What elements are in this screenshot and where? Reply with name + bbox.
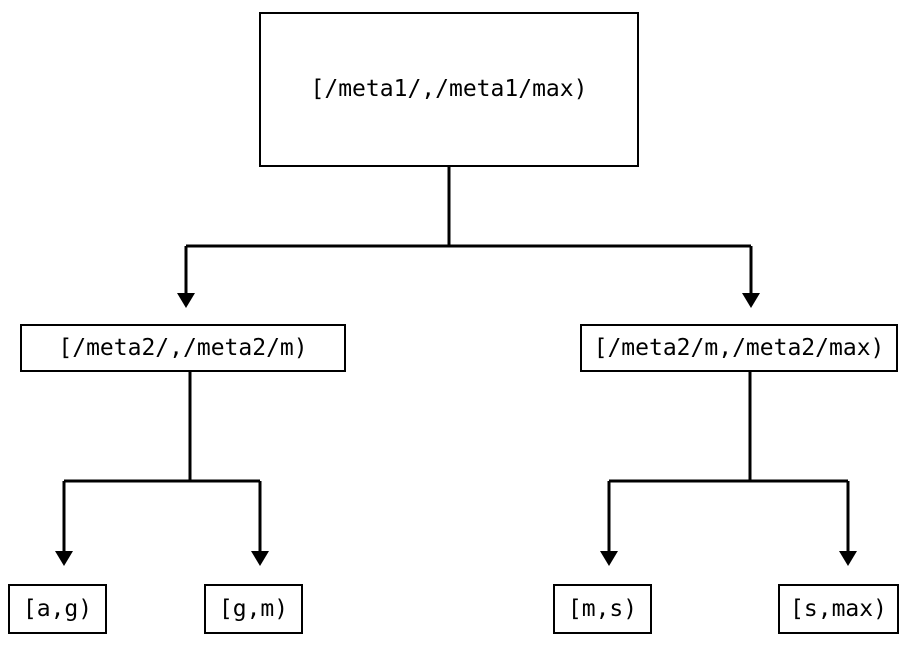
tree-node-leaf-g-m[interactable]: [g,m) xyxy=(204,584,303,634)
tree-node-leaf-m-s[interactable]: [m,s) xyxy=(553,584,652,634)
arrowhead-to-meta2-lower xyxy=(177,293,195,308)
tree-node-leaf-a-g[interactable]: [a,g) xyxy=(8,584,107,634)
tree-node-root[interactable]: [/meta1/,/meta1/max) xyxy=(259,12,639,167)
tree-node-root-label: [/meta1/,/meta1/max) xyxy=(310,76,588,102)
arrowhead-to-meta2-upper xyxy=(742,293,760,308)
arrowhead-to-leaf-g-m xyxy=(251,551,269,566)
tree-node-meta2-lower-label: [/meta2/,/meta2/m) xyxy=(58,334,308,361)
arrowhead-to-leaf-a-g xyxy=(55,551,73,566)
tree-node-leaf-g-m-label: [g,m) xyxy=(218,595,289,622)
arrowhead-to-leaf-m-s xyxy=(600,551,618,566)
tree-node-leaf-m-s-label: [m,s) xyxy=(567,595,638,622)
arrowhead-to-leaf-s-max xyxy=(839,551,857,566)
tree-node-meta2-upper[interactable]: [/meta2/m,/meta2/max) xyxy=(580,324,898,372)
tree-node-meta2-lower[interactable]: [/meta2/,/meta2/m) xyxy=(20,324,346,372)
tree-node-leaf-s-max-label: [s,max) xyxy=(790,595,887,622)
tree-node-leaf-a-g-label: [a,g) xyxy=(22,595,93,622)
tree-node-meta2-upper-label: [/meta2/m,/meta2/max) xyxy=(593,334,885,361)
tree-node-leaf-s-max[interactable]: [s,max) xyxy=(778,584,899,634)
